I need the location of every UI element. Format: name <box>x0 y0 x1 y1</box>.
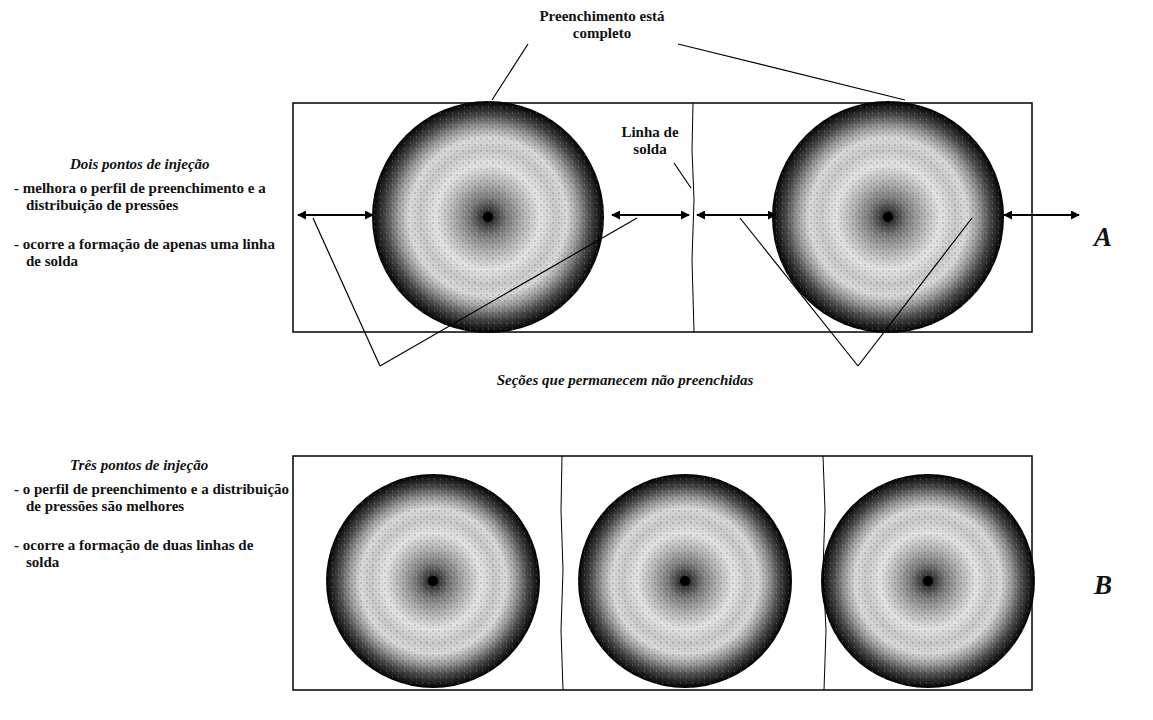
gate-point <box>883 212 893 222</box>
panel-letter: A <box>1094 222 1134 252</box>
callout-text: Seções que permanecem não preenchidas <box>400 372 850 389</box>
flow-front <box>772 101 1004 333</box>
gate-point <box>680 576 690 586</box>
gate-point <box>428 576 438 586</box>
weld-line <box>561 456 563 690</box>
panel-letter: B <box>1094 570 1134 600</box>
weld-line <box>823 456 826 690</box>
gap-arrow <box>1004 214 1079 216</box>
case-heading: Dois pontos de injeção <box>70 156 290 173</box>
gap-arrow <box>697 214 776 216</box>
flow-texture <box>772 101 1004 333</box>
panel-b <box>293 456 1035 690</box>
leader-line <box>858 218 972 366</box>
flow-front <box>821 474 1035 688</box>
leader-line <box>678 44 905 100</box>
weld-line <box>692 103 694 332</box>
flow-texture <box>821 474 1035 688</box>
gap-arrow <box>298 214 373 216</box>
leader-line <box>313 218 380 366</box>
leader-line <box>492 44 528 100</box>
flow-front <box>372 101 604 333</box>
panel-a <box>293 101 1079 333</box>
flow-front <box>326 474 540 688</box>
gate-point <box>483 212 493 222</box>
bullet-note: - ocorre a formação de apenas uma linha … <box>14 236 290 270</box>
bullet-note: - ocorre a formação de duas linhas de so… <box>14 537 290 571</box>
callout-text: Preenchimento está completo <box>522 8 682 42</box>
leader-line <box>674 163 691 188</box>
leader-line <box>380 218 637 366</box>
leader-lines <box>313 44 972 366</box>
gap-arrow <box>612 214 689 216</box>
leader-line <box>740 218 858 366</box>
gate-point <box>923 576 933 586</box>
flow-texture <box>372 101 604 333</box>
bullet-note: - melhora o perfil de preenchimento e a … <box>14 180 290 214</box>
weld-line-label: Linha de solda <box>612 124 688 158</box>
bullet-note: - o perfil de preenchimento e a distribu… <box>14 481 290 515</box>
case-heading: Três pontos de injeção <box>70 457 290 474</box>
flow-front <box>578 474 792 688</box>
flow-texture <box>578 474 792 688</box>
flow-texture <box>326 474 540 688</box>
